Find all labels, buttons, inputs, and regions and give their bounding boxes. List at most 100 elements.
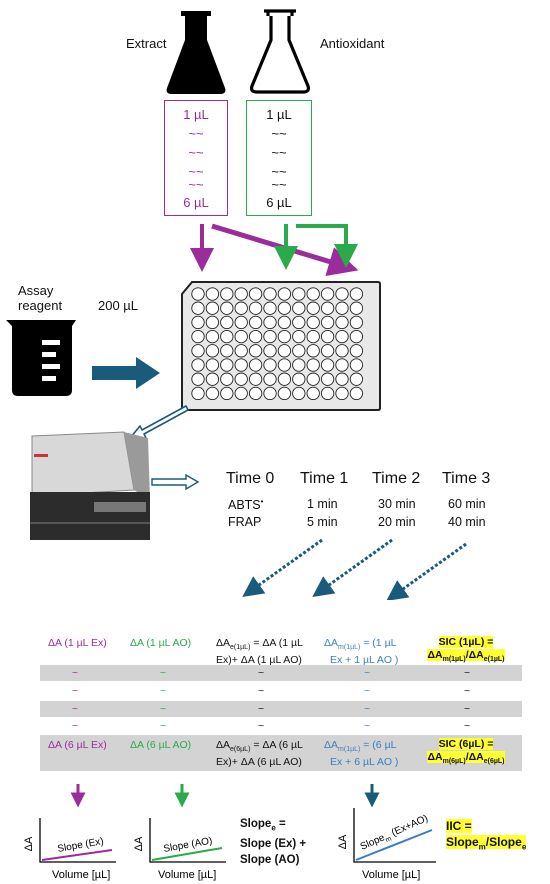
to-timing-arrow [151,474,200,490]
plate-well [335,287,349,301]
antioxidant-volume-1: 1 µL [266,107,292,122]
antioxidant-volume-2: ~~ [271,126,287,141]
tilde-cell-r3-c1: ~ [72,703,79,715]
reagent-volume: 200 µL [98,298,139,313]
time-header-3: Time 3 [442,470,491,487]
pipetting-arrows [190,223,359,276]
plate-well [277,372,292,386]
extract-volume-2: ~~ [188,126,204,141]
plate-well [277,344,292,358]
plate-well [263,315,277,330]
tilde-cell-r4-c4: ~ [364,720,371,732]
antioxidant-label: Antioxidant [320,36,385,51]
plate-well [220,372,234,386]
tilde-cell-r3-c4: ~ [364,703,371,715]
plate-well [234,301,248,315]
plate-well [306,344,320,358]
header-delta-ao: ΔA (1 µL AO) [130,637,192,649]
plate-well [349,301,364,315]
plate-well [349,358,364,372]
time-header-2: Time 2 [372,470,421,487]
slope-ex-xlabel: Volume [µL] [52,869,110,881]
plate-well [191,287,205,301]
plate-well [306,287,320,301]
gray-row-2 [40,701,522,717]
plate-well [248,301,263,315]
plate-well [263,386,277,401]
plate-well [248,344,263,358]
frap-time-1: 5 min [307,515,338,529]
plate-well [263,287,277,301]
footer-sic: SIC (6µL) =ΔAm(6µL)/ΔAe(6µL) [427,738,505,766]
plate-well [292,301,306,315]
tilde-cell-r1-c1: ~ [72,667,79,679]
plate-well [191,329,205,344]
plate-well [335,358,349,372]
plate-well [234,287,248,301]
tilde-cell-r4-c5: ~ [464,720,471,732]
plate-well [292,372,306,386]
tilde-cell-r4-c1: ~ [72,720,79,732]
plate-well [234,358,248,372]
antioxidant-volume-3: ~~ [271,145,287,160]
plate-well [248,329,263,344]
plate-well [277,301,292,315]
plate-well [292,344,306,358]
dashed-arrow-3 [386,542,467,600]
antioxidant-volume-5: ~~ [271,177,287,192]
assay-abts: ABTS• [228,497,264,513]
plate-well [306,301,320,315]
plate-well [277,358,292,372]
plate-well [205,301,220,315]
plate-well [277,287,292,301]
plate-well [248,287,263,301]
tilde-cell-r1-c3: ~ [258,667,265,679]
antioxidant-volume-4: ~~ [271,164,287,179]
tilde-cell-r2-c1: ~ [72,685,79,697]
tilde-cell-r3-c5: ~ [464,703,471,715]
plate-well [205,329,220,344]
frap-time-2: 20 min [378,515,416,529]
plate-well [263,344,277,358]
plate-well [292,329,306,344]
iic-equation: IIC = Slopem/Slopee [446,819,527,852]
abts-time-3: 60 min [448,497,486,511]
plot-arrows [70,784,380,808]
plate-well [248,386,263,401]
tilde-cell-r2-c5: ~ [464,685,471,697]
plate-well [277,315,292,330]
slope-ao-label: Slope (AO) [163,836,214,855]
header-delta-ex: ΔA (1 µL Ex) [48,637,107,649]
tilde-cell-r1-c2: ~ [160,667,167,679]
plate-well [234,329,248,344]
plate-well [205,315,220,330]
plate-well [220,329,234,344]
dashed-arrow-1 [242,538,323,597]
plate-well [191,344,205,358]
antioxidant-volume-6: 6 µL [266,195,292,210]
tilde-cell-r2-c2: ~ [160,685,167,697]
time-header-1: Time 1 [300,470,349,487]
antioxidant-elbow-arrow [296,224,358,268]
frap-time-3: 40 min [448,515,486,529]
plate-well [234,315,248,330]
plate-well [234,386,248,401]
plate-well [335,344,349,358]
tilde-cell-r2-c4: ~ [364,685,371,697]
tilde-cell-r3-c3: ~ [258,703,265,715]
plate-well [205,287,220,301]
plate-well [220,301,234,315]
microplate-icon [181,281,381,411]
extract-volume-5: ~~ [188,177,204,192]
abts-time-2: 30 min [378,497,416,511]
extract-volume-box: 1 µL ~~ ~~ ~~ ~~ 6 µL [164,100,228,216]
reagent-label-line1: Assay [18,283,54,298]
tilde-cell-r1-c5: ~ [464,667,471,679]
plate-reader-icon [30,431,150,540]
extract-volume-6: 6 µL [183,195,209,210]
antioxidant-flask-icon [249,9,311,94]
plate-well [335,315,349,330]
plate-well [248,358,263,372]
plate-well [335,386,349,401]
